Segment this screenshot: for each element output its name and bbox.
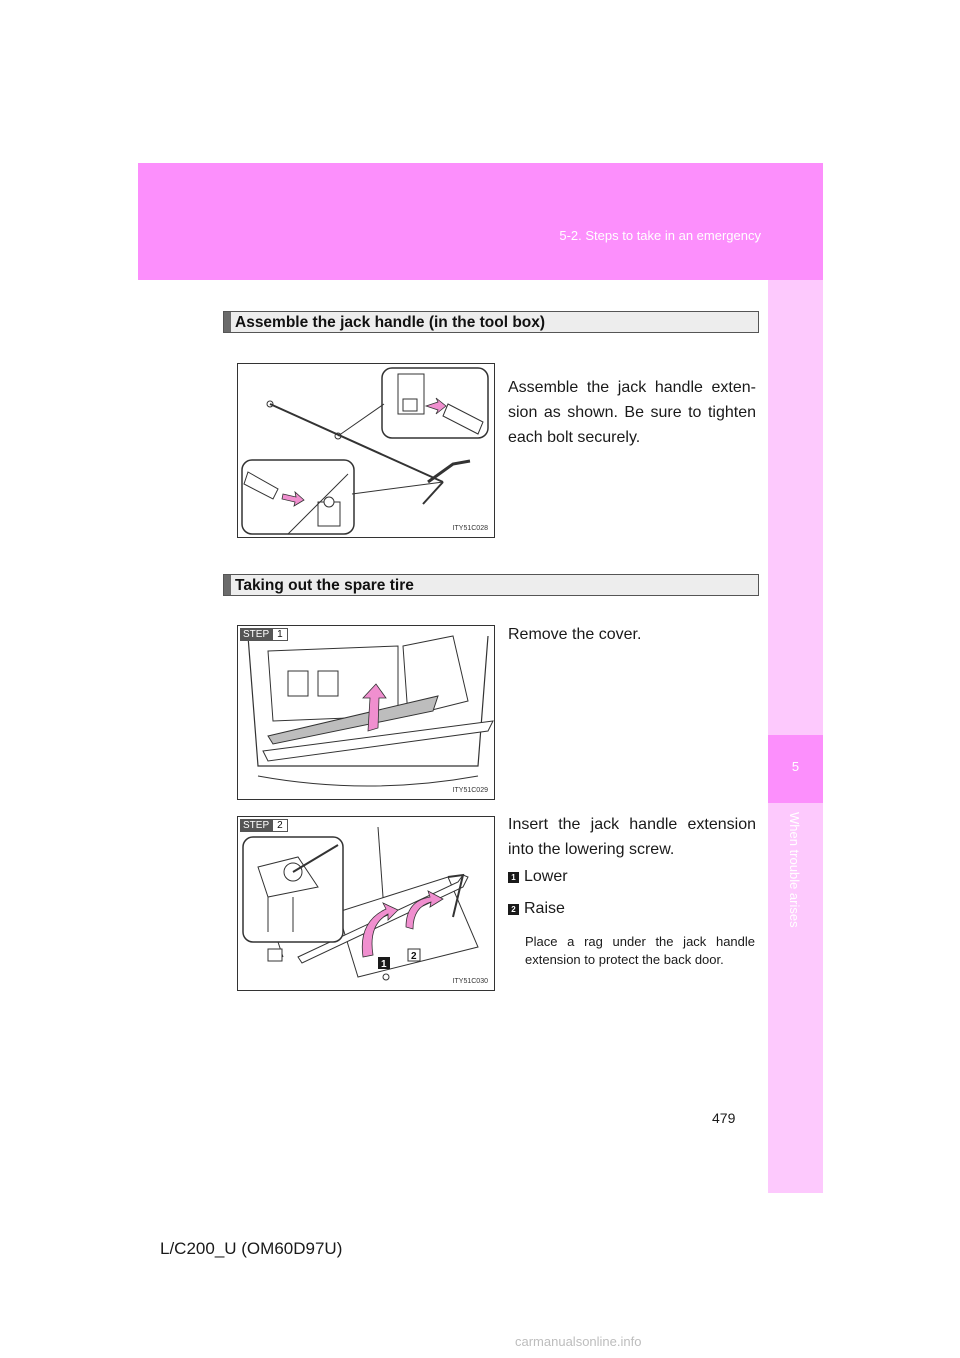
- header-band: 5-2. Steps to take in an emergency: [138, 163, 823, 280]
- section1-text: Assemble the jack handle exten-sion as s…: [508, 379, 756, 446]
- note-text: Place a rag under the jack handle extens…: [525, 934, 755, 967]
- chapter-label: When trouble arises: [787, 812, 802, 928]
- watermark[interactable]: carmanualsonline.info: [515, 1334, 642, 1349]
- svg-text:2: 2: [411, 951, 417, 962]
- heading-text: Assemble the jack handle (in the tool bo…: [235, 314, 546, 331]
- svg-text:1: 1: [381, 959, 387, 970]
- step-label: STEP 1: [240, 628, 288, 641]
- list-item-raise: 2 Raise: [508, 900, 565, 918]
- figure-code: ITY51C028: [452, 525, 488, 532]
- heading-bar: [224, 312, 231, 332]
- step-label: STEP 2: [240, 819, 288, 832]
- chapter-number: 5: [791, 759, 800, 774]
- step2-text: Insert the jack handle extension into th…: [508, 816, 756, 858]
- figure-code: ITY51C030: [452, 978, 488, 985]
- step-word: STEP: [240, 628, 273, 641]
- step-word: STEP: [240, 819, 273, 832]
- number-badge: 2: [508, 903, 519, 915]
- list-item-label: Raise: [524, 900, 565, 917]
- jack-handle-illustration: [241, 367, 489, 535]
- heading-text: Taking out the spare tire: [235, 577, 414, 594]
- figure-remove-cover: STEP 1 ITY51C029: [237, 625, 495, 800]
- figure-code: ITY51C029: [452, 787, 488, 794]
- list-item-lower: 1 Lower: [508, 868, 568, 886]
- document-code: L/C200_U (OM60D97U): [160, 1239, 343, 1258]
- heading-bar: [224, 575, 231, 595]
- page-number: 479: [712, 1110, 736, 1126]
- number-badge: 1: [508, 871, 519, 883]
- list-item-label: Lower: [524, 868, 568, 885]
- lowering-screw-illustration: 1 2: [242, 826, 479, 981]
- step-number: 1: [272, 628, 288, 641]
- cargo-cover-illustration: [247, 635, 494, 787]
- section-heading-jack-handle: Assemble the jack handle (in the tool bo…: [223, 311, 759, 333]
- step-number: 2: [272, 819, 288, 832]
- figure-lowering-screw: 1 2 STEP 2 ITY51C030: [237, 816, 495, 991]
- section-heading-spare-tire: Taking out the spare tire: [223, 574, 759, 596]
- figure-jack-handle: ITY51C028: [237, 363, 495, 538]
- section-title: 5-2. Steps to take in an emergency: [559, 228, 761, 243]
- chapter-tab[interactable]: 5: [768, 735, 823, 803]
- step1-text: Remove the cover.: [508, 626, 642, 643]
